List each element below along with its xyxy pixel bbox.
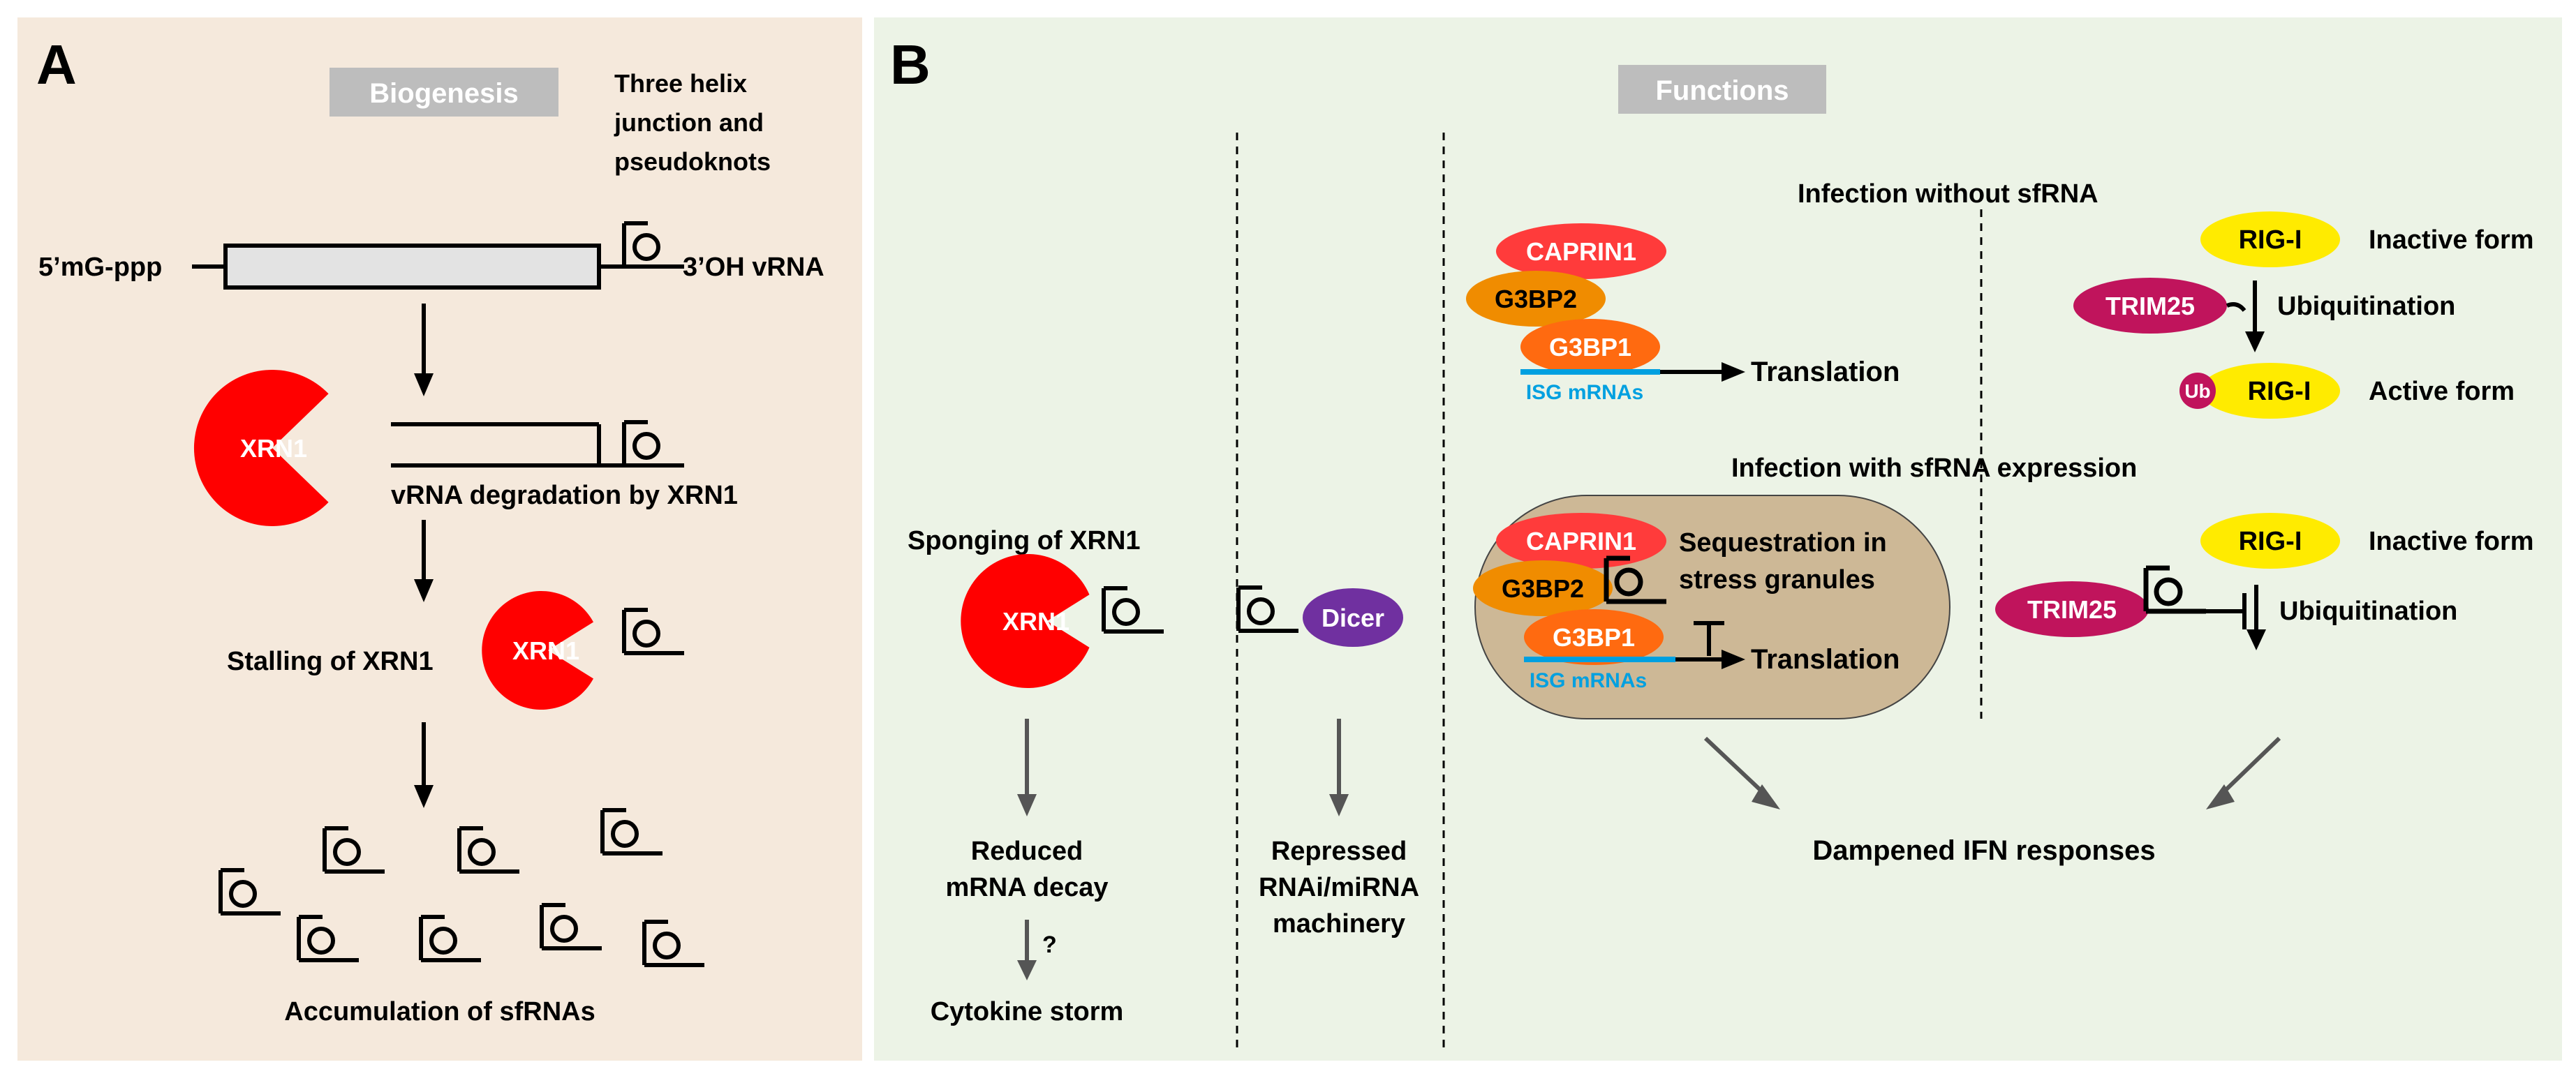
helix-note-line-2: junction and <box>614 108 764 137</box>
g3bp2-label-sg: G3BP2 <box>1502 574 1584 603</box>
sponging-title: Sponging of XRN1 <box>908 526 1141 555</box>
panel-a-header: Biogenesis <box>369 78 518 109</box>
five-prime-label: 5’mG-ppp <box>38 253 162 282</box>
g3bp1-protein <box>1520 319 1660 375</box>
panel-a-header-badge <box>330 68 558 117</box>
trim25-protein-2 <box>1995 581 2149 637</box>
converge-arrow-left <box>1703 736 1768 798</box>
xrn1-pacman-b <box>961 554 1090 689</box>
xrn1-pacman-a1 <box>193 370 329 526</box>
ubiquitination-arrowhead <box>2245 331 2265 352</box>
panel-b-header-badge <box>1618 65 1826 114</box>
rigi-active-label: RIG-I <box>2248 377 2311 406</box>
inactive-label: Inactive form <box>2369 225 2534 255</box>
flow-arrowhead-2 <box>414 579 434 602</box>
g3bp1-label-sg: G3BP1 <box>1553 623 1635 652</box>
with-sfrna-title: Infection with sfRNA expression <box>1731 454 2137 483</box>
sponging-arrowhead <box>1017 794 1037 816</box>
g3bp2-protein <box>1466 271 1606 327</box>
sponging-outcome-2: mRNA decay <box>945 873 1108 902</box>
panel-a-letter: A <box>36 33 77 96</box>
accumulation-label: Accumulation of sfRNAs <box>284 997 595 1026</box>
trim25-label: TRIM25 <box>2105 292 2195 320</box>
translation-arrowhead-sg <box>1722 650 1745 669</box>
converge-arrowhead-left <box>1752 784 1780 809</box>
cytokine-storm-label: Cytokine storm <box>931 997 1124 1026</box>
panel-b-header: Functions <box>1655 75 1789 106</box>
caprin1-label: CAPRIN1 <box>1526 237 1636 266</box>
rnai-outcome-1: Repressed <box>1271 837 1407 866</box>
sponging-outcome-1: Reduced <box>971 837 1083 866</box>
rnai-outcome-2: RNAi/miRNA <box>1259 873 1419 902</box>
rigi-label-2: RIG-I <box>2239 527 2302 556</box>
dicer-label: Dicer <box>1322 604 1384 632</box>
ub-label: Ub <box>2184 380 2210 402</box>
panel-a-background <box>17 17 862 1061</box>
g3bp1-label: G3BP1 <box>1549 333 1631 361</box>
trim25-protein <box>2073 278 2227 334</box>
question-arrowhead <box>1017 960 1037 980</box>
g3bp2-protein-sg <box>1473 560 1613 616</box>
flow-arrowhead-1 <box>414 373 434 396</box>
rnai-arrowhead <box>1329 794 1349 816</box>
stalling-label: Stalling of XRN1 <box>227 647 434 676</box>
xrn1-label-a2: XRN1 <box>512 636 579 665</box>
rigi-active-protein <box>2200 363 2340 419</box>
sequestration-line-1: Sequestration in <box>1679 528 1887 558</box>
rnai-outcome-3: machinery <box>1273 909 1405 939</box>
ubiquitination-label: Ubiquitination <box>2277 292 2455 321</box>
viral-genome-bar <box>223 244 601 290</box>
inactive-label-2: Inactive form <box>2369 527 2534 556</box>
ubiquitination-label-2: Ubiquitination <box>2279 597 2457 626</box>
g3bp1-protein-sg <box>1524 609 1664 665</box>
helix-note: Three helix junction and pseudoknots <box>614 69 771 176</box>
isg-mrnas-label-sg: ISG mRNAs <box>1530 669 1647 692</box>
helix-note-line-3: pseudoknots <box>614 147 771 176</box>
converge-arrow-right <box>2218 736 2281 798</box>
rigi-protein <box>2200 211 2340 267</box>
g3bp2-label: G3BP2 <box>1495 285 1577 313</box>
caprin1-protein-sg <box>1496 513 1666 569</box>
blocked-ubiquitination-arrowhead <box>2246 629 2266 650</box>
question-mark: ? <box>1042 932 1057 958</box>
flow-arrowhead-3 <box>414 785 434 808</box>
sequestration-line-2: stress granules <box>1679 565 1875 595</box>
translation-label-sg: Translation <box>1751 644 1900 675</box>
xrn1-label-a1: XRN1 <box>240 434 307 463</box>
xrn1-label-b: XRN1 <box>1002 607 1069 636</box>
converge-arrowhead-right <box>2206 784 2235 809</box>
caprin1-label-sg: CAPRIN1 <box>1526 527 1636 555</box>
panel-b-letter: B <box>890 33 931 96</box>
ub-tag <box>2179 373 2216 409</box>
xrn1-pacman-a2 <box>482 591 593 710</box>
caprin1-protein <box>1496 223 1666 279</box>
isg-mrnas-label: ISG mRNAs <box>1526 381 1643 404</box>
degradation-label: vRNA degradation by XRN1 <box>391 481 738 510</box>
dicer-protein <box>1303 588 1403 647</box>
dampened-ifn-label: Dampened IFN responses <box>1812 835 2155 866</box>
trim25-label-2: TRIM25 <box>2027 595 2117 624</box>
without-sfrna-title: Infection without sfRNA <box>1798 179 2098 209</box>
rigi-label: RIG-I <box>2239 225 2302 255</box>
active-label: Active form <box>2369 377 2515 406</box>
rigi-protein-2 <box>2200 513 2340 569</box>
helix-note-line-1: Three helix <box>614 69 747 98</box>
trim25-to-rigi-link <box>2226 302 2246 312</box>
three-prime-label: 3’OH vRNA <box>683 253 824 282</box>
translation-label: Translation <box>1751 357 1900 387</box>
translation-arrowhead <box>1722 362 1745 382</box>
